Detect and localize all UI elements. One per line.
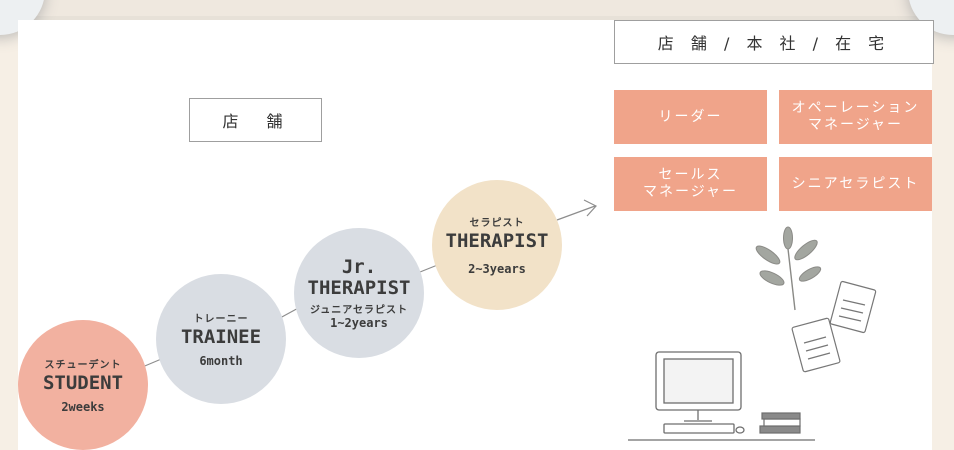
computer-monitor-icon bbox=[628, 351, 815, 441]
step-jp-label: セラピスト bbox=[469, 218, 525, 229]
step-en-title: THERAPIST bbox=[445, 230, 549, 252]
store-hq-home-label-box: 店 舗 / 本 社 / 在 宅 bbox=[614, 20, 934, 64]
step-jp-label: スチューデント bbox=[44, 360, 122, 371]
role-operation-manager: オペーレーション マネージャー bbox=[779, 90, 932, 144]
role-sales-manager: セールス マネージャー bbox=[614, 157, 767, 211]
step-en-title-line2: THERAPIST bbox=[307, 276, 411, 299]
plant-sprig-icon bbox=[755, 226, 822, 311]
role-leader: リーダー bbox=[614, 90, 767, 144]
notepad-icon bbox=[791, 280, 877, 373]
step-circle-student: スチューデント STUDENT 2weeks bbox=[18, 320, 148, 450]
progress-arrow-icon bbox=[556, 199, 597, 221]
book-stack-icon bbox=[759, 412, 801, 434]
role-senior-therapist: シニアセラピスト bbox=[779, 157, 932, 211]
step-en-title: TRAINEE bbox=[180, 326, 262, 348]
step-duration: 6month bbox=[199, 354, 243, 368]
step-en-title: STUDENT bbox=[42, 372, 124, 394]
top-strip bbox=[0, 0, 954, 20]
step-en-title-line1: Jr. bbox=[341, 255, 377, 278]
step-circle-therapist: セラピスト THERAPIST 2~3years bbox=[432, 180, 562, 310]
step-duration: 2weeks bbox=[61, 400, 105, 414]
step-jp-label: トレーニー bbox=[193, 314, 249, 325]
step-jp-label: ジュニアセラピスト bbox=[309, 304, 409, 316]
step-duration: 2~3years bbox=[468, 262, 526, 276]
store-label-box: 店 舗 bbox=[189, 98, 322, 142]
step-circle-jr-therapist: Jr. THERAPIST ジュニアセラピスト 1~2years bbox=[294, 228, 424, 358]
step-circle-trainee: トレーニー TRAINEE 6month bbox=[156, 274, 286, 404]
step-duration: 1~2years bbox=[330, 315, 388, 330]
